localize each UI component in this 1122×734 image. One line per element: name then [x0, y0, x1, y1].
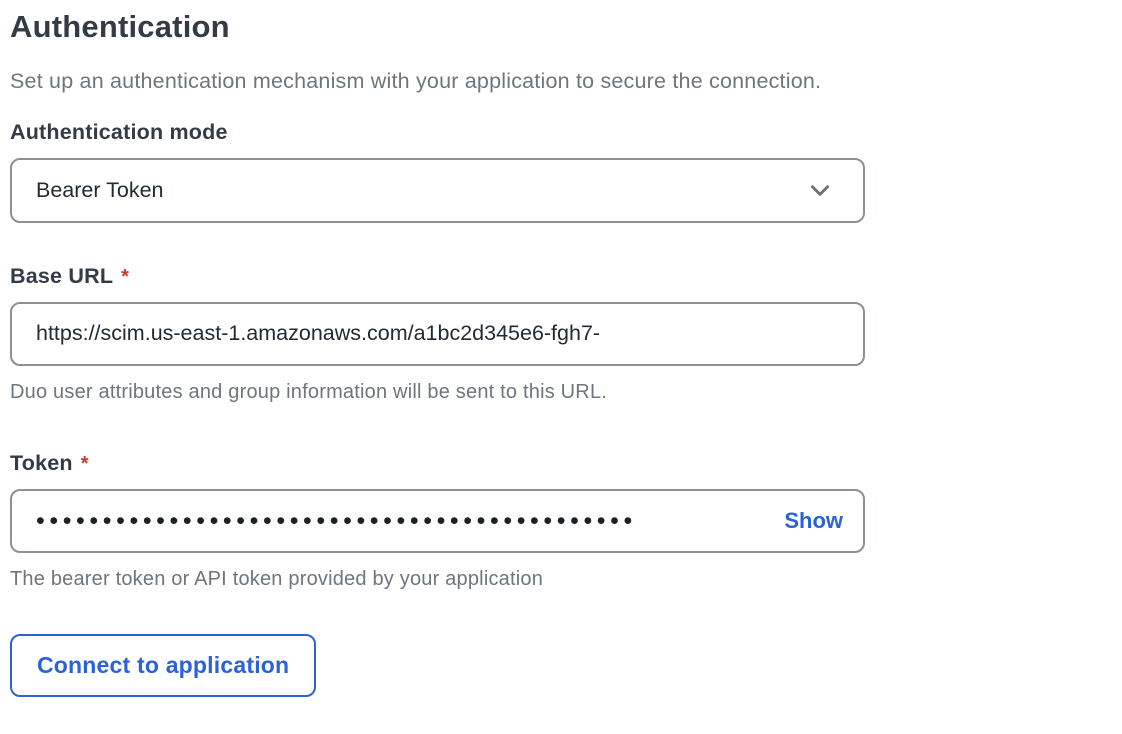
base-url-label-text: Base URL [10, 263, 114, 288]
token-label-text: Token [10, 450, 73, 475]
page-title: Authentication [10, 9, 230, 44]
auth-mode-selected-value: Bearer Token [36, 177, 164, 202]
base-url-group: Base URL * Duo user attributes and group … [10, 264, 1112, 404]
token-input[interactable]: ••••••••••••••••••••••••••••••••••••••••… [10, 488, 865, 553]
token-group: Token * •••••••••••••••••••••••••••••••••… [10, 451, 1112, 591]
required-asterisk: * [121, 265, 130, 288]
base-url-input[interactable] [10, 301, 865, 366]
connect-to-application-button[interactable]: Connect to application [10, 633, 317, 697]
required-asterisk: * [80, 452, 89, 475]
auth-mode-group: Authentication mode Bearer Token [10, 120, 1112, 223]
token-masked-value: ••••••••••••••••••••••••••••••••••••••••… [36, 509, 637, 535]
auth-mode-select[interactable]: Bearer Token [10, 157, 865, 223]
token-help-text: The bearer token or API token provided b… [10, 567, 544, 590]
show-token-button[interactable]: Show [772, 508, 843, 534]
base-url-help-text: Duo user attributes and group informatio… [10, 380, 608, 403]
chevron-down-icon [807, 177, 833, 203]
base-url-label: Base URL * [10, 264, 1112, 289]
token-label: Token * [10, 451, 1112, 476]
page-description: Set up an authentication mechanism with … [10, 68, 822, 93]
auth-mode-label: Authentication mode [10, 119, 228, 144]
